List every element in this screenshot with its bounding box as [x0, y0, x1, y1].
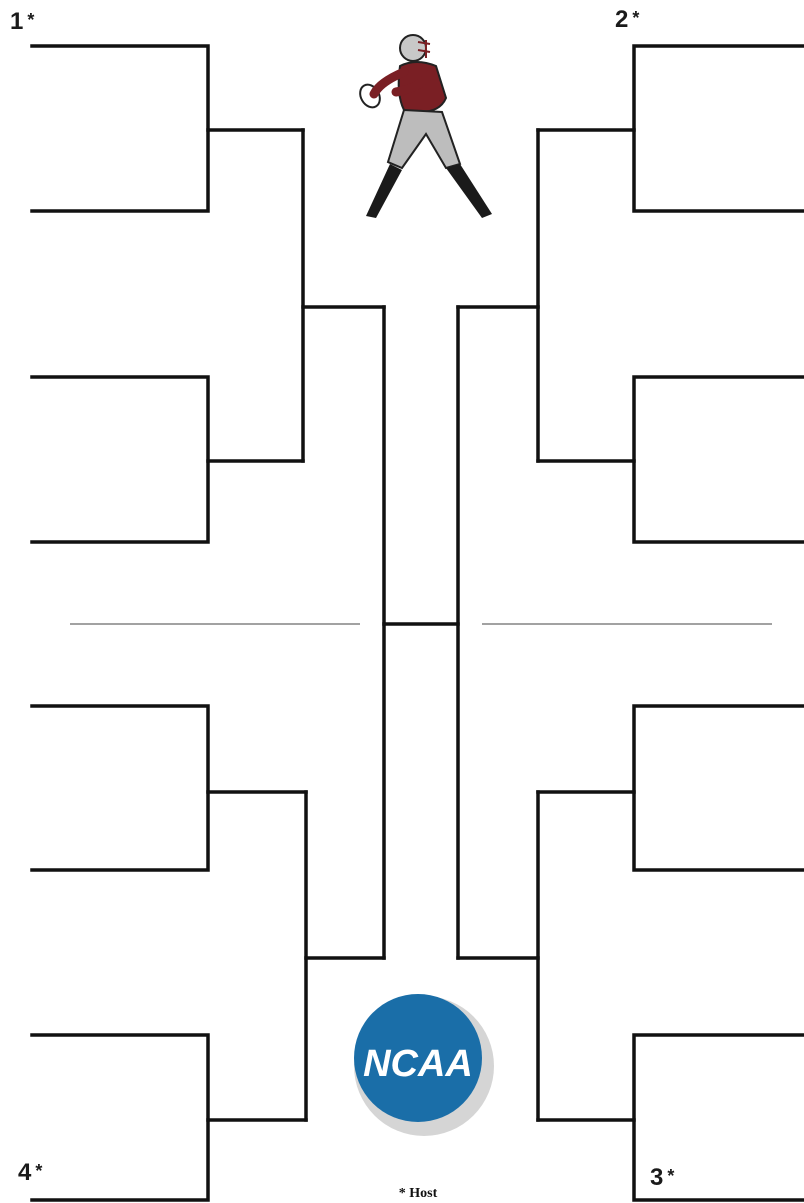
host-mark: *: [35, 1161, 42, 1181]
ncaa-logo: NCAA: [354, 994, 494, 1136]
left-top-slot-1: [32, 46, 208, 211]
right-bottom-slot-1: [634, 706, 804, 870]
ncaa-logo-text: NCAA: [363, 1043, 473, 1085]
seed-1: 1*: [10, 8, 34, 36]
right-top-slot-2: [634, 377, 804, 542]
right-top-slot-1: [634, 46, 804, 211]
seed-number: 4: [18, 1159, 31, 1186]
host-footnote: * Host: [378, 1186, 458, 1202]
seed-3: 3*: [650, 1164, 674, 1192]
host-mark: *: [667, 1166, 674, 1186]
seed-4: 4*: [18, 1159, 42, 1187]
host-mark: *: [27, 10, 34, 30]
football-player-icon: [356, 35, 492, 218]
left-top-slot-2: [32, 377, 208, 542]
left-bottom-slot-1: [32, 706, 208, 870]
seed-2: 2*: [615, 6, 639, 34]
seed-number: 1: [10, 8, 23, 35]
seed-number: 3: [650, 1164, 663, 1191]
host-mark: *: [632, 8, 639, 28]
seed-number: 2: [615, 6, 628, 33]
left-bottom-slot-2: [32, 1035, 208, 1200]
